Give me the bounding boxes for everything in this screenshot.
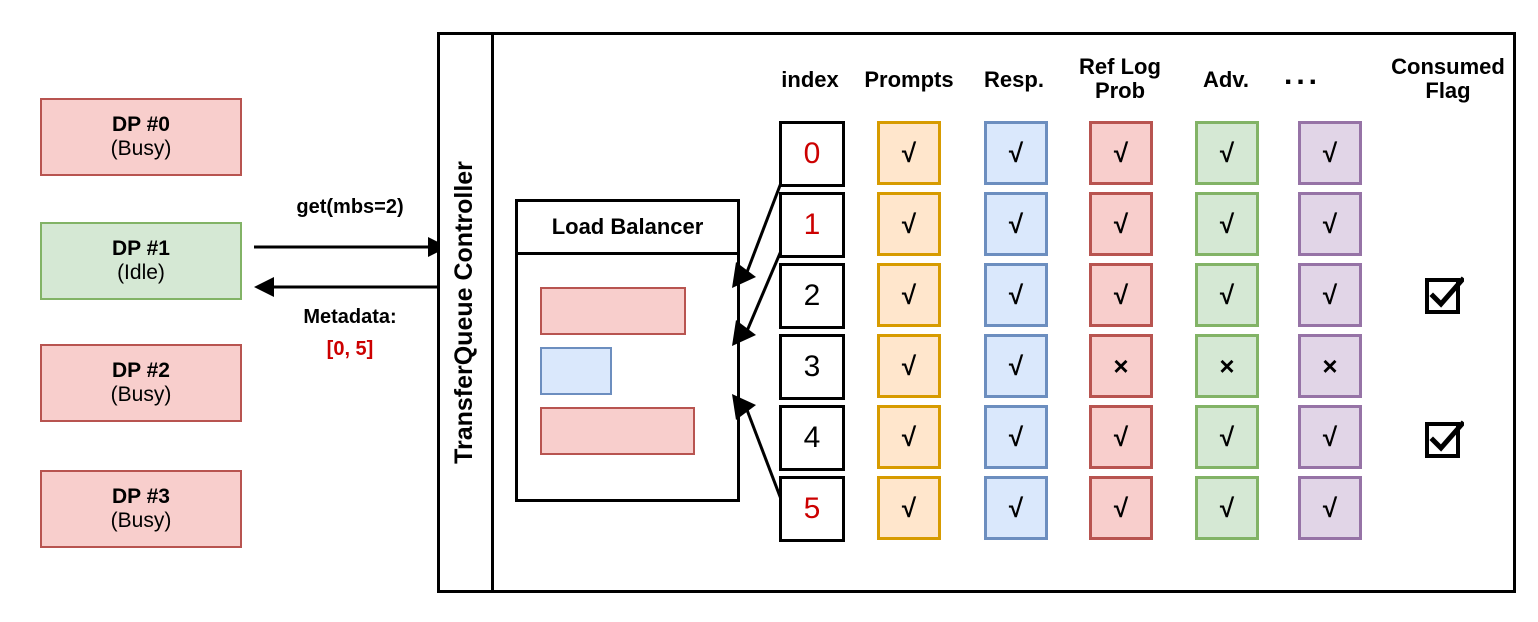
load-balancer-bar-2 xyxy=(540,407,695,455)
dp-node-1-state: (Idle) xyxy=(117,261,165,284)
table-cell-index-5[interactable]: 5 xyxy=(779,476,845,542)
table-cell-adv-2[interactable]: √ xyxy=(1195,263,1259,327)
table-cell-more-2[interactable]: √ xyxy=(1298,263,1362,327)
request-arrow-label: get(mbs=2) xyxy=(296,196,404,218)
table-cell-more-0[interactable]: √ xyxy=(1298,121,1362,185)
dp-node-3-state: (Busy) xyxy=(110,509,172,532)
load-balancer-title: Load Balancer xyxy=(518,202,737,255)
table-cell-adv-3[interactable]: × xyxy=(1195,334,1259,398)
table-cell-ref-log-prob-1[interactable]: √ xyxy=(1089,192,1153,256)
load-balancer-body xyxy=(518,255,737,502)
table-cell-resp-5[interactable]: √ xyxy=(984,476,1048,540)
table-cell-resp-0[interactable]: √ xyxy=(984,121,1048,185)
response-arrow-value: [0, 5] xyxy=(326,338,374,360)
table-cell-prompts-2[interactable]: √ xyxy=(877,263,941,327)
table-cell-resp-3[interactable]: √ xyxy=(984,334,1048,398)
table-cell-prompts-4[interactable]: √ xyxy=(877,405,941,469)
dp-node-3[interactable]: DP #3 (Busy) xyxy=(40,470,242,548)
column-header-index: index xyxy=(781,67,839,92)
table-cell-ref-log-prob-0[interactable]: √ xyxy=(1089,121,1153,185)
table-cell-index-0[interactable]: 0 xyxy=(779,121,845,187)
load-balancer-bar-0 xyxy=(540,287,686,335)
table-cell-resp-1[interactable]: √ xyxy=(984,192,1048,256)
table-cell-more-4[interactable]: √ xyxy=(1298,405,1362,469)
table-cell-prompts-5[interactable]: √ xyxy=(877,476,941,540)
table-cell-prompts-3[interactable]: √ xyxy=(877,334,941,398)
dp-node-0-title: DP #0 xyxy=(112,113,170,137)
column-header-prompts: Prompts xyxy=(864,67,954,92)
table-cell-adv-1[interactable]: √ xyxy=(1195,192,1259,256)
table-cell-adv-4[interactable]: √ xyxy=(1195,405,1259,469)
table-cell-index-2[interactable]: 2 xyxy=(779,263,845,329)
table-cell-more-1[interactable]: √ xyxy=(1298,192,1362,256)
load-balancer-bar-1 xyxy=(540,347,612,395)
table-cell-ref-log-prob-5[interactable]: √ xyxy=(1089,476,1153,540)
table-cell-index-3[interactable]: 3 xyxy=(779,334,845,400)
dp-node-0[interactable]: DP #0 (Busy) xyxy=(40,98,242,176)
table-cell-index-4[interactable]: 4 xyxy=(779,405,845,471)
transferqueue-controller-title: TransferQueue Controller xyxy=(449,161,478,464)
table-cell-resp-4[interactable]: √ xyxy=(984,405,1048,469)
transferqueue-controller-label-column: TransferQueue Controller xyxy=(437,32,494,593)
dp-node-0-state: (Busy) xyxy=(110,137,172,160)
table-cell-more-3[interactable]: × xyxy=(1298,334,1362,398)
dp-node-1[interactable]: DP #1 (Idle) xyxy=(40,222,242,300)
dp-node-3-title: DP #3 xyxy=(112,485,170,509)
dp-node-2-state: (Busy) xyxy=(110,383,172,406)
table-cell-adv-5[interactable]: √ xyxy=(1195,476,1259,540)
table-cell-ref-log-prob-3[interactable]: × xyxy=(1089,334,1153,398)
table-cell-more-5[interactable]: √ xyxy=(1298,476,1362,540)
load-balancer-box: Load Balancer xyxy=(515,199,740,502)
table-cell-prompts-1[interactable]: √ xyxy=(877,192,941,256)
table-cell-ref-log-prob-4[interactable]: √ xyxy=(1089,405,1153,469)
column-header-ref-log-prob: Ref Log Prob xyxy=(1079,54,1161,103)
column-header-consumed-flag: Consumed Flag xyxy=(1391,54,1505,103)
dp-node-2[interactable]: DP #2 (Busy) xyxy=(40,344,242,422)
consumed-flag-checkbox-4[interactable] xyxy=(1424,420,1464,460)
table-cell-index-1[interactable]: 1 xyxy=(779,192,845,258)
table-cell-adv-0[interactable]: √ xyxy=(1195,121,1259,185)
column-header-more: ... xyxy=(1284,58,1322,91)
response-arrow-label: Metadata: xyxy=(303,306,397,328)
table-cell-ref-log-prob-2[interactable]: √ xyxy=(1089,263,1153,327)
request-arrow xyxy=(254,237,448,297)
table-cell-prompts-0[interactable]: √ xyxy=(877,121,941,185)
consumed-flag-checkbox-2[interactable] xyxy=(1424,276,1464,316)
table-cell-resp-2[interactable]: √ xyxy=(984,263,1048,327)
column-header-resp: Resp. xyxy=(984,67,1044,92)
column-header-adv: Adv. xyxy=(1202,67,1250,92)
dp-node-2-title: DP #2 xyxy=(112,359,170,383)
dp-node-1-title: DP #1 xyxy=(112,237,170,261)
